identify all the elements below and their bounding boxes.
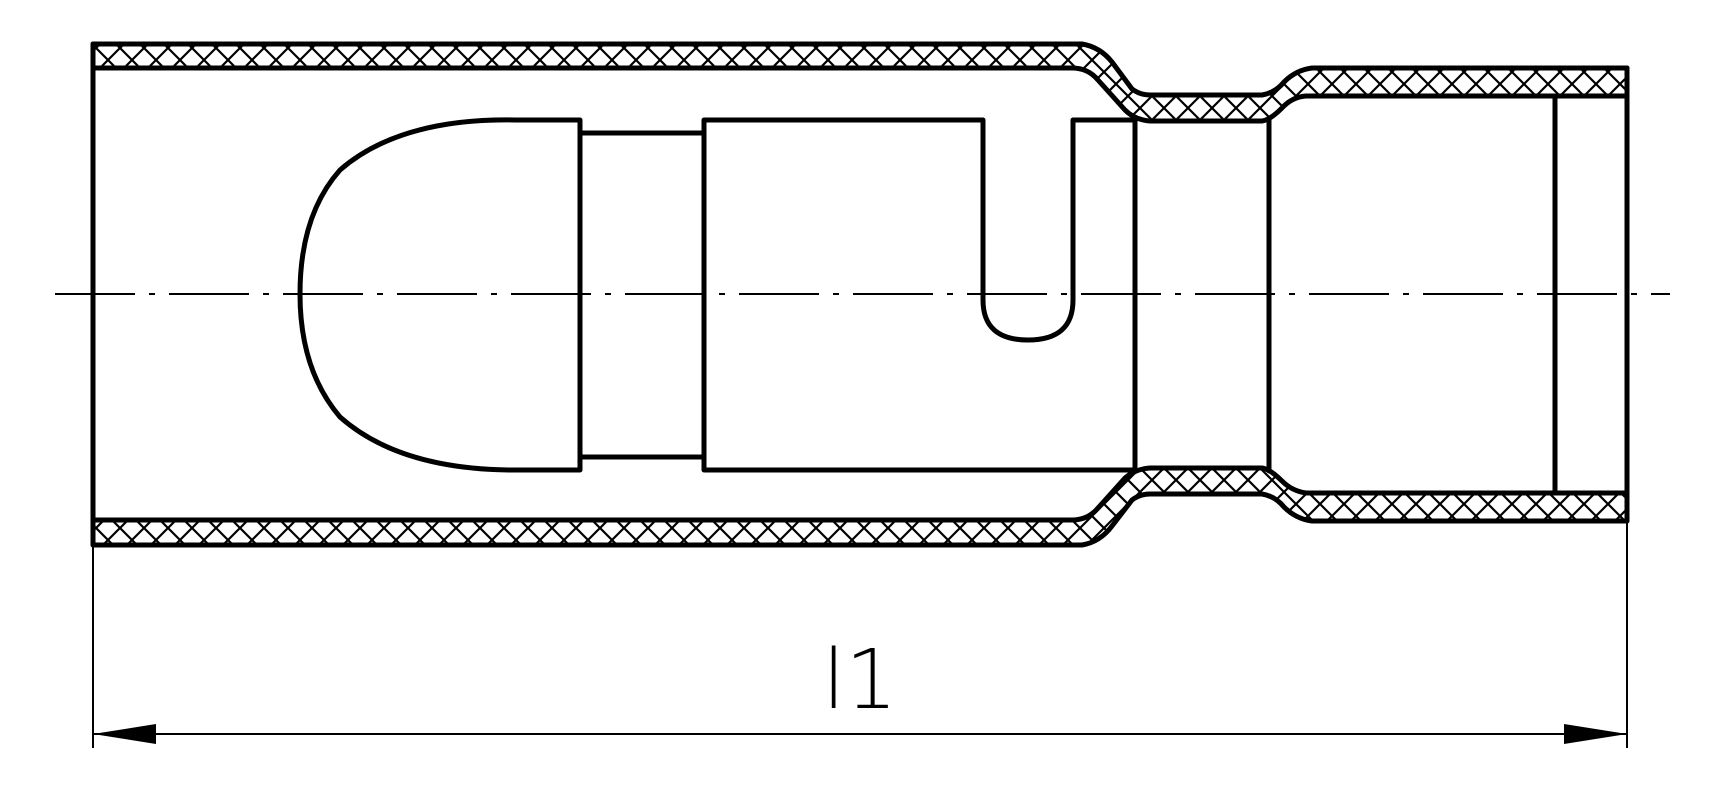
dimension-arrow-right (1564, 724, 1627, 744)
dimension-label: l1 (823, 633, 898, 728)
dimension-arrow-left (93, 724, 156, 744)
insulation-top-wall (90, 41, 1630, 124)
barrel-body (701, 117, 1138, 473)
insulation-bottom-wall (90, 465, 1630, 548)
bullet-nose (297, 117, 583, 473)
